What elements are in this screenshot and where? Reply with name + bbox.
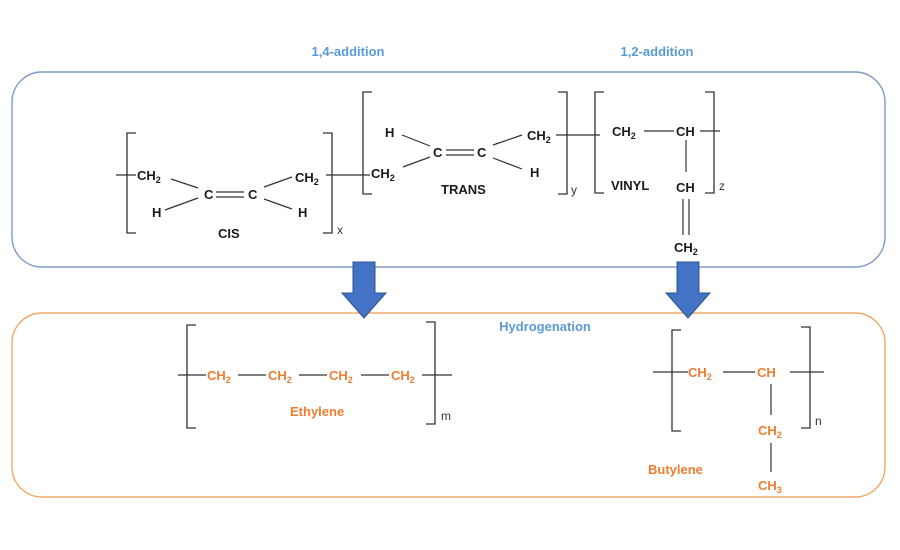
right-bracket xyxy=(801,326,811,429)
header-1-4-addition: 1,4-addition xyxy=(312,44,385,59)
hydrogenated-box xyxy=(11,312,886,498)
butylene-ch: CH xyxy=(757,365,776,380)
cis-h-right: H xyxy=(298,205,307,220)
vinyl-ch: CH xyxy=(676,124,695,139)
cis-ch2-left: CH2 xyxy=(137,168,161,185)
ethylene-ch2-1: CH2 xyxy=(207,368,231,385)
ethylene-index: m xyxy=(441,409,451,423)
arrow-down-icon xyxy=(340,261,388,319)
vinyl-ch2-terminal: CH2 xyxy=(674,240,698,257)
right-bracket xyxy=(705,91,715,194)
cis-h-left: H xyxy=(152,205,161,220)
trans-index: y xyxy=(571,183,577,197)
cis-index: x xyxy=(337,223,343,237)
butylene-ch2: CH2 xyxy=(688,365,712,382)
butadiene-box xyxy=(11,71,886,268)
trans-c-right: C xyxy=(477,145,487,160)
cis-c-right: C xyxy=(248,187,258,202)
vinyl-unit: CH2 CH CH CH2 VINYL z xyxy=(594,91,725,257)
trans-ch2-left: CH2 xyxy=(371,166,395,183)
ethylene-ch2-4: CH2 xyxy=(391,368,415,385)
ethylene-ch2-2: CH2 xyxy=(268,368,292,385)
butylene-label: Butylene xyxy=(648,462,703,477)
trans-h-left: H xyxy=(385,125,394,140)
butylene-index: n xyxy=(815,414,822,428)
butylene-ch2-side: CH2 xyxy=(758,423,782,440)
ethylene-label: Ethylene xyxy=(290,404,344,419)
vinyl-ch-side: CH xyxy=(676,180,695,195)
cis-label: CIS xyxy=(218,226,240,241)
cis-unit: CH2 C C H CH2 H CIS x xyxy=(116,132,370,241)
arrow-down-icon xyxy=(664,261,712,319)
right-bracket xyxy=(426,321,436,425)
trans-ch2-right: CH2 xyxy=(527,128,551,145)
left-bracket xyxy=(186,324,196,429)
vinyl-label: VINYL xyxy=(611,178,649,193)
vinyl-index: z xyxy=(719,179,725,193)
cis-ch2-right: CH2 xyxy=(295,170,319,187)
header-1-2-addition: 1,2-addition xyxy=(621,44,694,59)
trans-label: TRANS xyxy=(441,182,486,197)
trans-unit: CH2 H C C CH2 H TRANS y xyxy=(362,91,600,197)
butylene-ch3: CH3 xyxy=(758,478,782,495)
cis-c-left: C xyxy=(204,187,214,202)
vinyl-ch2: CH2 xyxy=(612,124,636,141)
left-bracket xyxy=(126,132,136,234)
right-bracket xyxy=(558,91,568,195)
butylene-unit: CH2 CH CH2 CH3 Butylene n xyxy=(648,326,824,495)
left-bracket xyxy=(671,329,681,432)
trans-h-right: H xyxy=(530,165,539,180)
trans-c-left: C xyxy=(433,145,443,160)
right-bracket xyxy=(323,132,333,234)
header-hydrogenation: Hydrogenation xyxy=(499,319,591,334)
left-bracket xyxy=(594,91,604,194)
ethylene-unit: CH2 CH2 CH2 CH2 Ethylene m xyxy=(178,321,452,429)
left-bracket xyxy=(362,91,372,195)
ethylene-ch2-3: CH2 xyxy=(329,368,353,385)
